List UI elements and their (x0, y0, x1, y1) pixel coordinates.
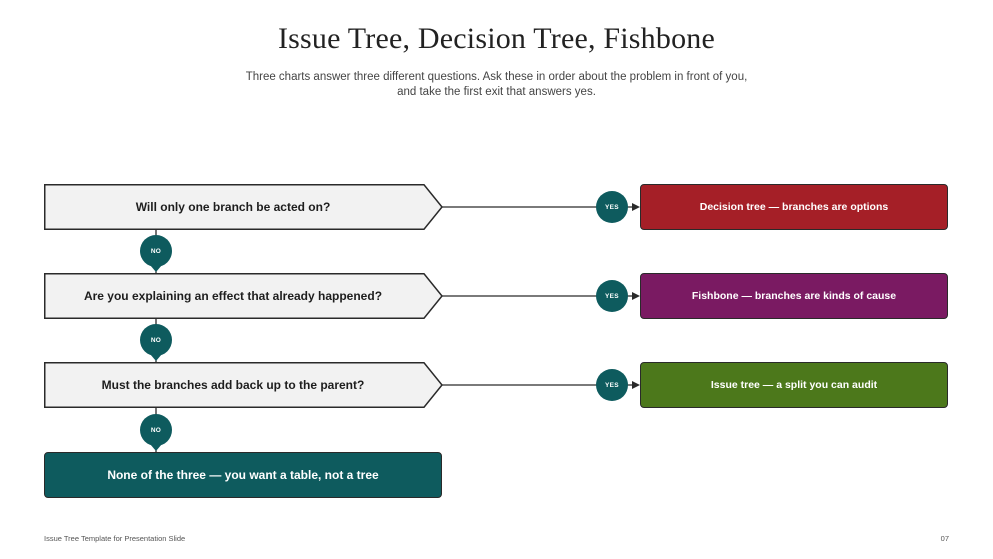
answer-fishbone: Fishbone — branches are kinds of cause (640, 273, 948, 319)
question-text-1: Will only one branch be acted on? (135, 200, 331, 214)
yes-arrowhead-1 (632, 203, 640, 211)
answer-issue-tree: Issue tree — a split you can audit (640, 362, 948, 408)
question-text-2: Are you explaining an effect that alread… (83, 289, 383, 303)
yes-badge-label-3: YES (605, 381, 619, 389)
yes-badge-2: YES (596, 280, 628, 312)
footer-title: Issue Tree Template for Presentation Sli… (44, 534, 186, 543)
answer-text-3: Issue tree — a split you can audit (710, 379, 878, 391)
no-badge-label-3: NO (150, 426, 162, 434)
answer-text-2: Fishbone — branches are kinds of cause (691, 290, 897, 302)
no-badge-pointer-3 (150, 444, 162, 451)
yes-badge-3: YES (596, 369, 628, 401)
question-box-2: Are you explaining an effect that alread… (44, 273, 443, 319)
yes-badge-label-2: YES (605, 292, 619, 300)
page-subtitle: Three charts answer three different ques… (245, 71, 748, 98)
question-box-1: Will only one branch be acted on? (44, 184, 443, 230)
question-text-3: Must the branches add back up to the par… (101, 378, 365, 392)
final-outcome-box: None of the three — you want a table, no… (44, 452, 442, 498)
no-badge-pointer-1 (150, 265, 162, 272)
no-badge-label-2: NO (150, 336, 162, 344)
question-box-3: Must the branches add back up to the par… (44, 362, 443, 408)
answer-text-1: Decision tree — branches are options (699, 201, 889, 213)
yes-badge-label-1: YES (605, 203, 619, 211)
question-arrow-shape-3 (44, 362, 443, 408)
page-number: 07 (940, 534, 949, 543)
question-arrow-shape-1 (44, 184, 443, 230)
final-outcome-text: None of the three — you want a table, no… (107, 468, 379, 482)
no-badge-1: NO (140, 235, 172, 272)
yes-arrowhead-3 (632, 381, 640, 389)
answer-decision-tree: Decision tree — branches are options (640, 184, 948, 230)
yes-badge-1: YES (596, 191, 628, 223)
no-badge-label-1: NO (150, 247, 162, 255)
page-title: Issue Tree, Decision Tree, Fishbone (277, 22, 715, 55)
no-badge-pointer-2 (150, 354, 162, 361)
question-arrow-shape-2 (44, 273, 443, 319)
no-badge-3: NO (140, 414, 172, 451)
yes-arrowhead-2 (632, 292, 640, 300)
no-badge-2: NO (140, 324, 172, 361)
